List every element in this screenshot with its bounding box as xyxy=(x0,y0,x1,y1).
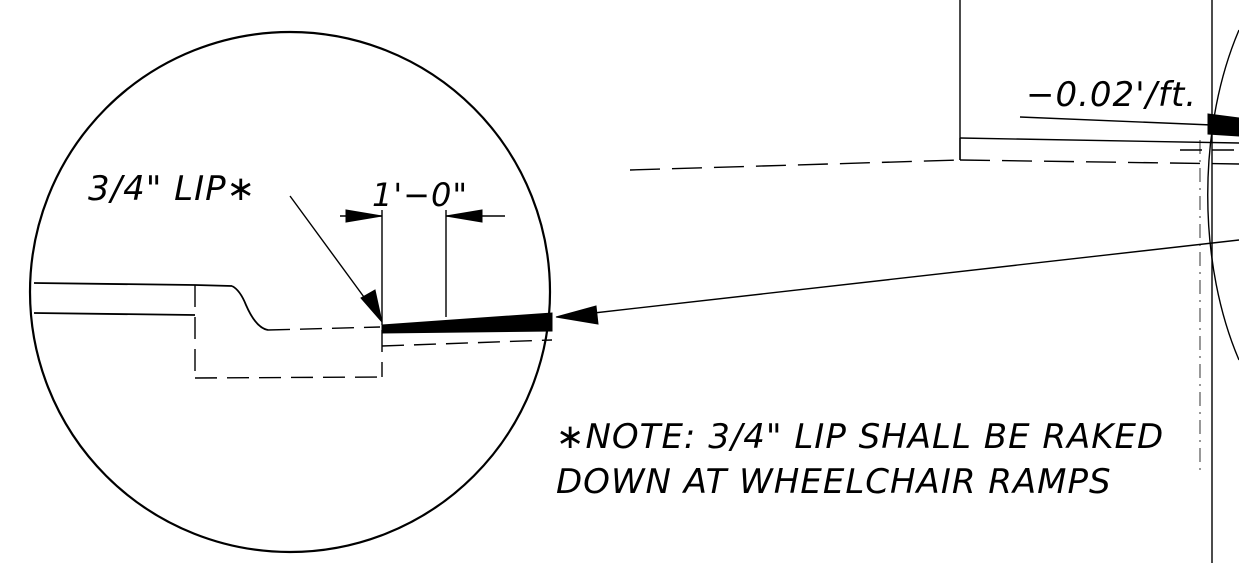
curb-base-dashed xyxy=(267,326,381,331)
lip-leader-arrow xyxy=(360,289,383,323)
slope-arrow-head xyxy=(1207,113,1239,137)
detail-leader-line xyxy=(584,239,1239,315)
curb-face-slope xyxy=(231,285,269,331)
note-line-1: ∗NOTE: 3/4" LIP SHALL BE RAKED xyxy=(556,417,1164,457)
dimension-arrow-right xyxy=(445,209,483,223)
slab-bottom-dashed-line xyxy=(959,159,1239,165)
lip-leader-line xyxy=(289,195,373,309)
pavement-lip-surface xyxy=(381,312,553,334)
lip-label: 3/4" LIP∗ xyxy=(88,169,256,209)
slope-label: −0.02'/ft. xyxy=(1026,75,1197,115)
source-callout-circle xyxy=(1207,29,1239,361)
slope-leader-line xyxy=(1019,116,1213,126)
detail-leader-arrow xyxy=(555,305,599,325)
dimension-arrow-left xyxy=(345,209,383,223)
slab-top-line xyxy=(959,137,1239,144)
curb-face-top xyxy=(194,284,233,287)
subgrade-dashed-line xyxy=(629,159,961,171)
detail-callout-circle xyxy=(28,30,552,554)
note-line-2: DOWN AT WHEELCHAIR RAMPS xyxy=(556,462,1112,502)
curb-lower-line xyxy=(33,312,196,316)
curb-top-line xyxy=(33,282,196,286)
curb-footing-dashed xyxy=(194,376,383,379)
pavement-base-dashed xyxy=(381,339,553,347)
dimension-label: 1'−0" xyxy=(372,176,468,214)
